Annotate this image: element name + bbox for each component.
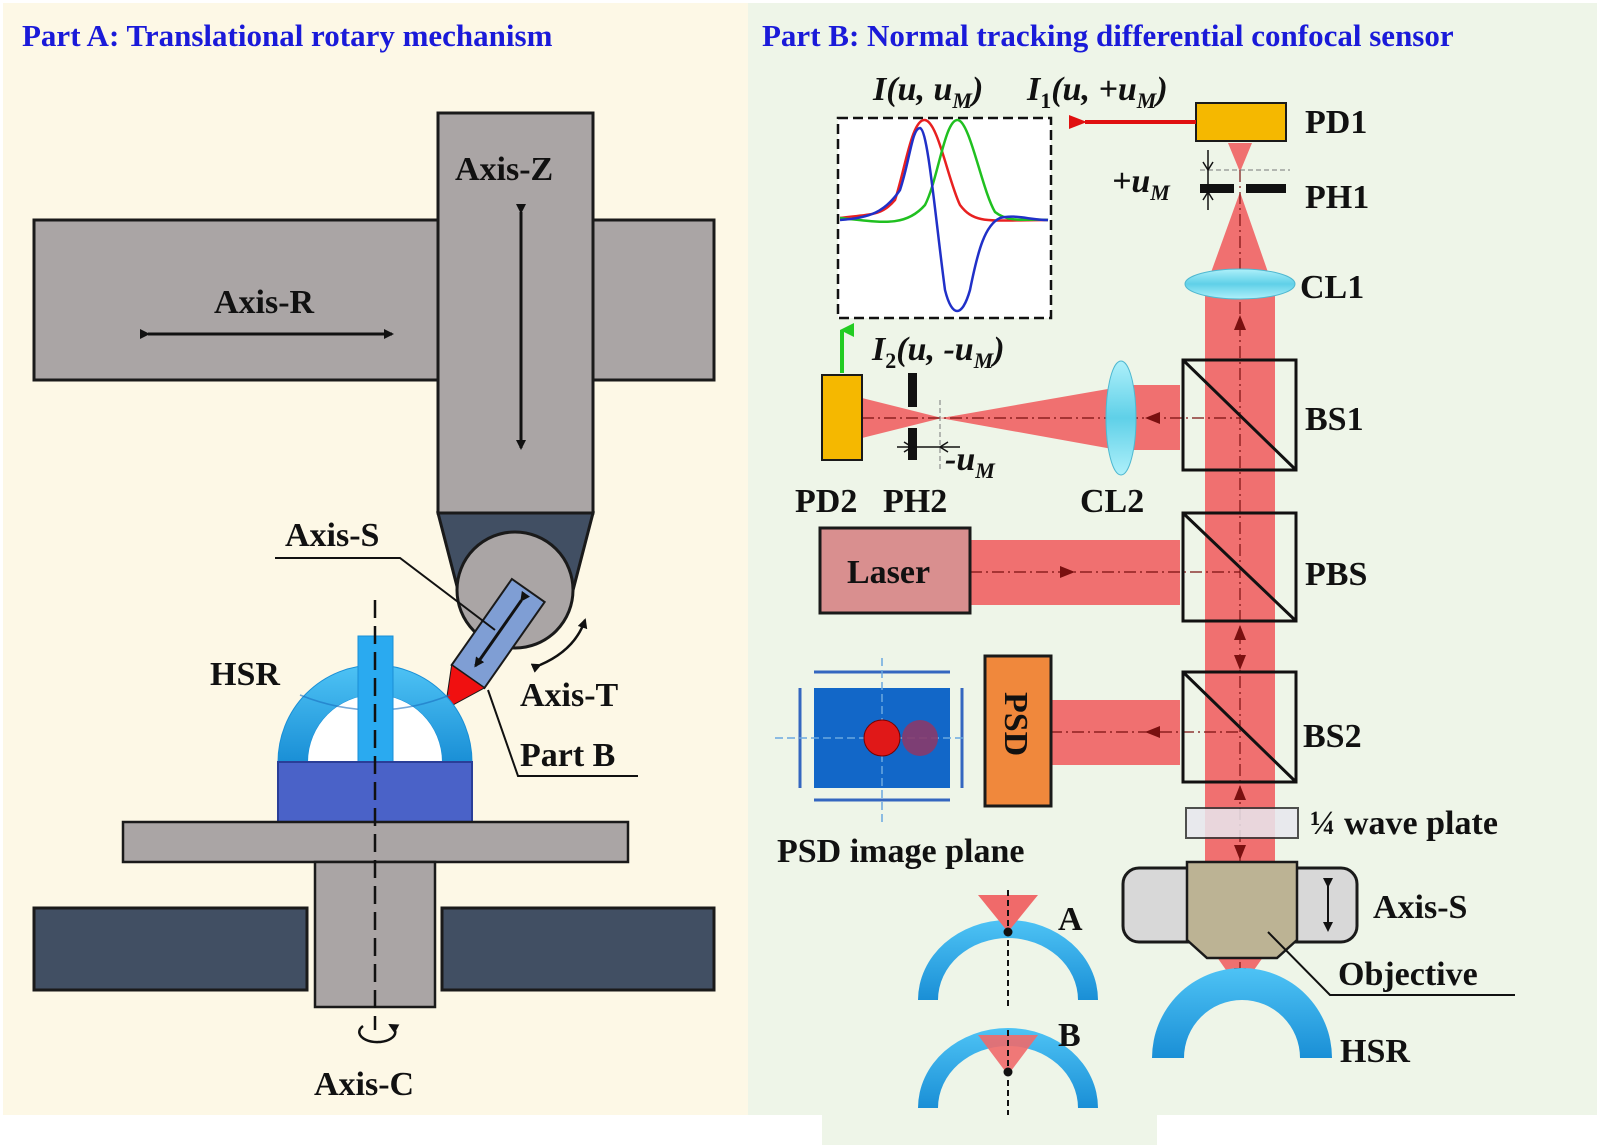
i1-label: I1(u, +uM) <box>1026 71 1168 113</box>
axis-t-label: Axis-T <box>520 677 619 714</box>
axis-r-slab <box>32 218 716 382</box>
bs2-cube <box>1181 670 1298 784</box>
beam-dir-bs1 <box>1145 412 1160 424</box>
axis-c-rotation-icon <box>358 1023 400 1044</box>
position-a <box>918 890 1098 1010</box>
axis-z-label: Axis-Z <box>455 151 553 188</box>
part-b-label: Part B <box>520 737 615 774</box>
axis-c-label: Axis-C <box>314 1066 414 1103</box>
i-label: I(u, uM) <box>872 71 983 113</box>
beam-main-cone <box>1209 192 1270 278</box>
curve-i-blue <box>839 126 1049 312</box>
laser-source <box>818 526 972 615</box>
minus-um-label: -uM <box>945 441 996 483</box>
axis-t-arrow <box>530 618 588 673</box>
bs1-label: BS1 <box>1305 401 1364 438</box>
quarter-wave-plate <box>1185 807 1299 839</box>
axis-r-label: Axis-R <box>214 284 315 321</box>
beam-dir-laser <box>1060 566 1075 578</box>
curve-i1-red <box>839 118 1049 222</box>
ph1-offset-tick-down <box>1202 190 1214 201</box>
pd2-label: PD2 <box>795 483 857 520</box>
objective-label: Objective <box>1338 956 1478 993</box>
part-b-leader <box>487 689 638 777</box>
objective-leader <box>1267 931 1515 996</box>
curve-i2-green <box>839 118 1049 224</box>
position-b-label: B <box>1058 1017 1081 1054</box>
part-a: Part A: Translational rotary mechanism A… <box>22 18 716 1103</box>
hsr-label-b: HSR <box>1340 1033 1410 1070</box>
psd-detector <box>983 654 1053 808</box>
probe-body <box>444 577 547 711</box>
base-left <box>32 906 309 992</box>
beam-dir-bs2 <box>1145 726 1160 738</box>
beam-dir-updown-2 <box>1234 785 1246 860</box>
ph2-pinhole-bottom <box>908 428 917 460</box>
bs2-diagonal <box>1181 670 1298 784</box>
pd1-label: PD1 <box>1305 104 1367 141</box>
axis-s-label-a: Axis-S <box>285 517 379 554</box>
plus-um-label: +uM <box>1112 163 1171 205</box>
bs2-label: BS2 <box>1303 718 1362 755</box>
axis-s-leader-a <box>275 557 496 631</box>
hsr-part-b <box>1152 968 1332 1058</box>
psd-spot <box>863 719 901 757</box>
beam-dir-updown-1 <box>1234 625 1246 670</box>
part-b: Part B: Normal tracking differential con… <box>762 18 1515 1115</box>
hsr-label-a: HSR <box>210 656 280 693</box>
bs1-diagonal <box>1181 358 1298 472</box>
pbs-cube <box>1181 511 1298 623</box>
ph2-offset-tick-left <box>903 441 914 453</box>
pd2-detector <box>821 374 863 461</box>
spindle <box>313 860 437 1009</box>
base-right <box>440 906 716 992</box>
bs1-cube <box>1181 358 1298 472</box>
axis-s-label-b: Axis-S <box>1373 889 1467 926</box>
ph1-pinhole-right <box>1246 184 1286 193</box>
ph1-label: PH1 <box>1305 179 1369 216</box>
position-a-label: A <box>1058 901 1083 938</box>
cl2-label: CL2 <box>1080 483 1144 520</box>
cl1-lens <box>1184 268 1296 300</box>
laser-label: Laser <box>847 554 930 591</box>
part-a-title: Part A: Translational rotary mechanism <box>22 18 553 53</box>
ph1-offset-tick-up <box>1202 161 1214 172</box>
pd1-detector <box>1195 102 1287 142</box>
pbs-label: PBS <box>1305 556 1367 593</box>
panel-b-bottom-tab <box>822 1110 1157 1145</box>
ph1-pinhole-left <box>1200 184 1234 193</box>
cl2-lens <box>1105 360 1137 476</box>
psd-label: PSD <box>997 692 1034 756</box>
beam-dir-up <box>1234 315 1246 330</box>
position-b <box>918 1028 1098 1115</box>
ph2-label: PH2 <box>883 483 947 520</box>
part-b-title: Part B: Normal tracking differential con… <box>762 18 1454 53</box>
wave-plate-label: ¼ wave plate <box>1310 805 1498 842</box>
ph2-pinhole-top <box>908 373 917 407</box>
cl1-label: CL1 <box>1300 269 1364 306</box>
psd-plane-label: PSD image plane <box>777 833 1024 870</box>
psd-spot-ghost <box>902 720 938 756</box>
psd-image-plane <box>775 658 965 822</box>
ph2-offset-tick-right <box>938 441 949 453</box>
beam-top-cone <box>1228 143 1252 172</box>
pbs-diagonal <box>1181 511 1298 623</box>
i2-label: I2(u, -uM) <box>871 331 1005 373</box>
